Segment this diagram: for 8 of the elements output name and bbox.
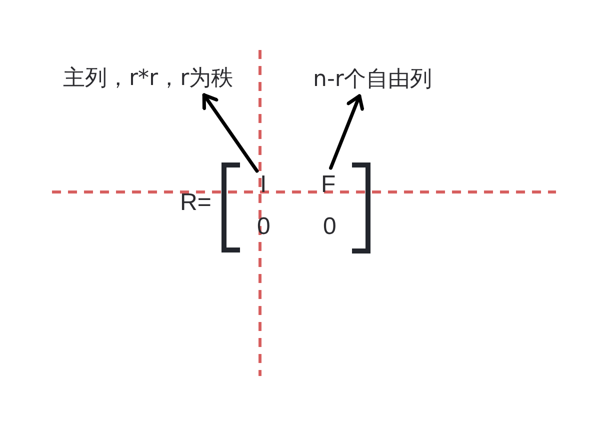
- annotation-text: 主列，r*r，r为秩: [63, 68, 234, 90]
- matrix-name: R=: [180, 191, 212, 215]
- arrow: [202, 93, 259, 173]
- matrix-entry: 0: [257, 215, 270, 239]
- annotation-text: n-r个自由列: [313, 69, 432, 91]
- matrix-entry: I: [260, 173, 267, 197]
- matrix-entry: 0: [323, 215, 336, 239]
- arrow: [329, 94, 364, 170]
